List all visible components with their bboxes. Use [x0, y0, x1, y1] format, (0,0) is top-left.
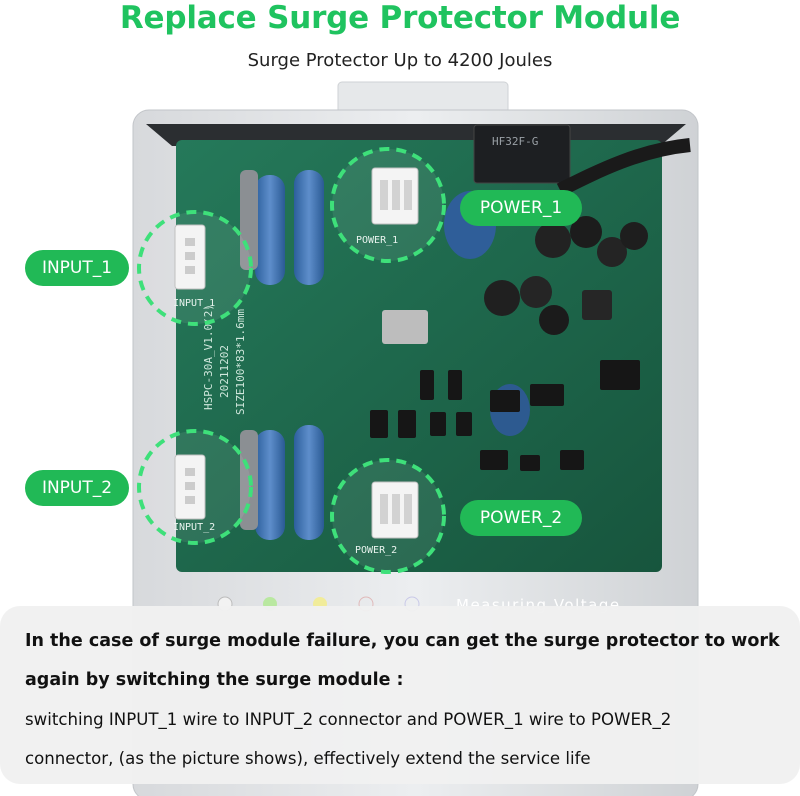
highlight-input-2: [137, 429, 253, 545]
caption-line-3: switching INPUT_1 wire to INPUT_2 connec…: [25, 710, 672, 729]
caption-line-2: again by switching the surge module :: [25, 670, 404, 690]
highlight-power-1: [330, 147, 446, 263]
power-cable: [556, 138, 691, 197]
board-date: 20211202: [218, 345, 231, 398]
input-1-connector: INPUT_1: [173, 224, 215, 309]
input-2-connector: INPUT_2: [173, 454, 215, 533]
silk-power-2: POWER_2: [355, 545, 397, 556]
silk-input-1: INPUT_1: [173, 298, 215, 309]
label-power-1: POWER_1: [460, 190, 582, 226]
capacitor-group: [484, 216, 648, 335]
center-connector: [382, 310, 428, 344]
silk-power-1: POWER_1: [356, 235, 398, 246]
highlight-power-2: [330, 458, 446, 574]
relay: [473, 124, 571, 184]
label-input-1: INPUT_1: [25, 250, 129, 286]
caption-line-4: connector, (as the picture shows), effec…: [25, 749, 591, 768]
page-title: Replace Surge Protector Module: [119, 0, 681, 36]
power-2-connector: POWER_2: [355, 481, 419, 556]
instruction-caption: In the case of surge module failure, you…: [0, 606, 800, 784]
smd-components: [370, 360, 640, 471]
highlight-circles: [137, 147, 446, 574]
page-subtitle: Surge Protector Up to 4200 Joules: [247, 50, 553, 71]
board-model: HSPC-30A_V1.0(2): [202, 304, 215, 410]
relay-label: HF32F-G: [492, 135, 538, 148]
label-input-2: INPUT_2: [25, 470, 129, 506]
label-power-2: POWER_2: [460, 500, 582, 536]
caption-line-1: In the case of surge module failure, you…: [25, 631, 780, 651]
top-coils: [240, 170, 324, 285]
power-1-connector: POWER_1: [356, 167, 419, 246]
silk-input-2: INPUT_2: [173, 522, 215, 533]
board-size: SIZE100*83*1.6mm: [234, 309, 247, 415]
highlight-input-1: [137, 210, 253, 326]
